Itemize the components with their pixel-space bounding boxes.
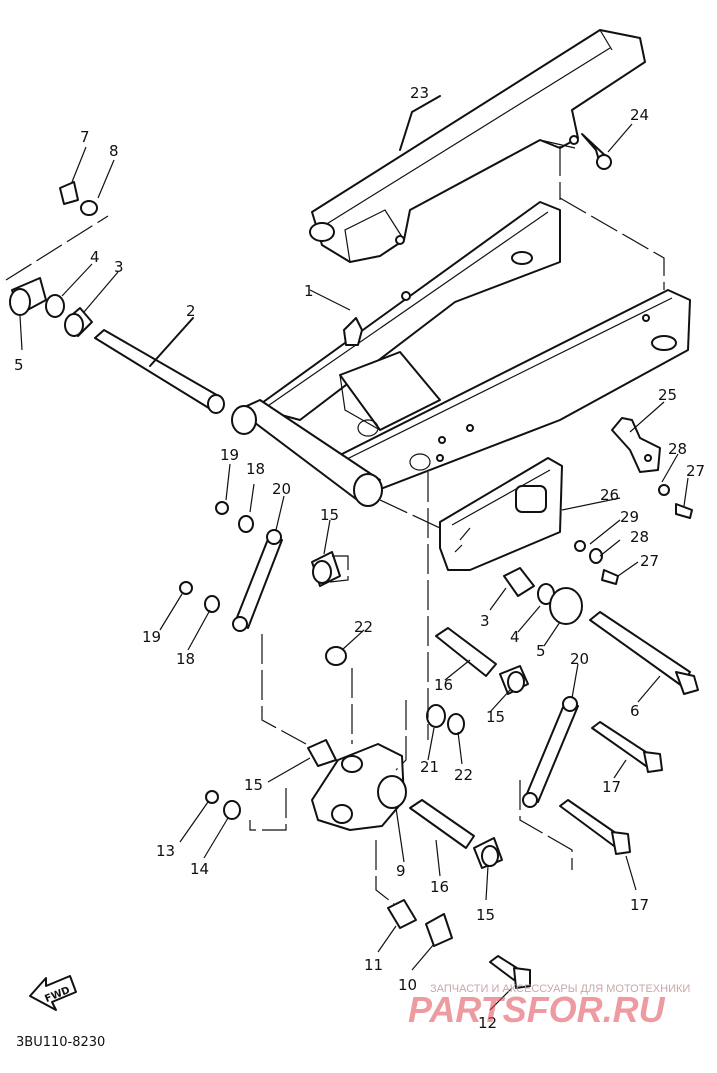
- watermark-tagline: ЗАПЧАСТИ И АКСЕССУАРЫ ДЛЯ МОТОТЕХНИКИ: [430, 983, 690, 995]
- small-fasteners: [179, 133, 693, 820]
- callout-20-left: 20: [272, 480, 291, 498]
- callout-2: 2: [186, 302, 196, 320]
- chain-slider: [439, 457, 563, 571]
- callout-3-right: 3: [480, 612, 490, 630]
- leader-lines: [19, 95, 689, 1011]
- callout-24: 24: [630, 106, 649, 124]
- callout-13: 13: [156, 842, 175, 860]
- callout-22-upper: 22: [354, 618, 373, 636]
- callout-17-upper: 17: [602, 778, 621, 796]
- callout-15-upper: 15: [320, 506, 339, 524]
- callout-16-upper: 16: [434, 676, 453, 694]
- callout-28-upper: 28: [668, 440, 687, 458]
- callout-21: 21: [420, 758, 439, 776]
- callout-18-lower: 18: [176, 650, 195, 668]
- chain-guide-bracket: [611, 417, 661, 473]
- long-bolts: [489, 721, 663, 989]
- callout-23: 23: [410, 84, 429, 102]
- watermark-brand: PARTSFOR.RU: [408, 989, 666, 1030]
- callout-3: 3: [114, 258, 124, 276]
- diagram-code: 3BU110-8230: [16, 1035, 105, 1050]
- callout-19-upper: 19: [220, 446, 239, 464]
- callout-26: 26: [600, 486, 619, 504]
- watermark: ЗАПЧАСТИ И АКСЕССУАРЫ ДЛЯ МОТОТЕХНИКИ PA…: [408, 983, 690, 1030]
- relay-arm: [311, 743, 407, 831]
- right-pivot-hardware: [503, 567, 699, 695]
- callout-5: 5: [14, 356, 24, 374]
- callout-27-lower: 27: [640, 552, 659, 570]
- callout-12: 12: [478, 1014, 497, 1032]
- callout-15-lower: 15: [476, 906, 495, 924]
- callout-9: 9: [396, 862, 406, 880]
- callout-15-right: 15: [486, 708, 505, 726]
- callout-labels: 23 24 7 8 4 3 5 2 1 25 28 27 19 18 20 15…: [14, 84, 705, 1032]
- callout-4: 4: [90, 248, 100, 266]
- callout-25: 25: [658, 386, 677, 404]
- callout-7: 7: [80, 128, 90, 146]
- pivot-collars: [9, 181, 98, 337]
- assembly-lines: [5, 146, 665, 905]
- callout-18-upper: 18: [246, 460, 265, 478]
- callout-5-right: 5: [536, 642, 546, 660]
- callout-10: 10: [398, 976, 417, 994]
- callout-17-lower: 17: [630, 896, 649, 914]
- fwd-arrow: FWD: [29, 975, 77, 1011]
- callout-28-lower: 28: [630, 528, 649, 546]
- callout-6: 6: [630, 702, 640, 720]
- callout-20-right: 20: [570, 650, 589, 668]
- callout-22-lower: 22: [454, 766, 473, 784]
- pivot-shaft: [94, 329, 225, 414]
- callout-19-lower: 19: [142, 628, 161, 646]
- callout-15-left: 15: [244, 776, 263, 794]
- relay-arm-links: [232, 529, 579, 808]
- callout-1: 1: [304, 282, 314, 300]
- callout-8: 8: [109, 142, 119, 160]
- callout-16-lower: 16: [430, 878, 449, 896]
- callout-27-upper: 27: [686, 462, 705, 480]
- callout-29: 29: [620, 508, 639, 526]
- chain-guard: [309, 29, 646, 263]
- bushings: [307, 551, 529, 947]
- callout-4-right: 4: [510, 628, 520, 646]
- callout-11: 11: [364, 956, 383, 974]
- callout-14: 14: [190, 860, 209, 878]
- swingarm: [231, 201, 691, 507]
